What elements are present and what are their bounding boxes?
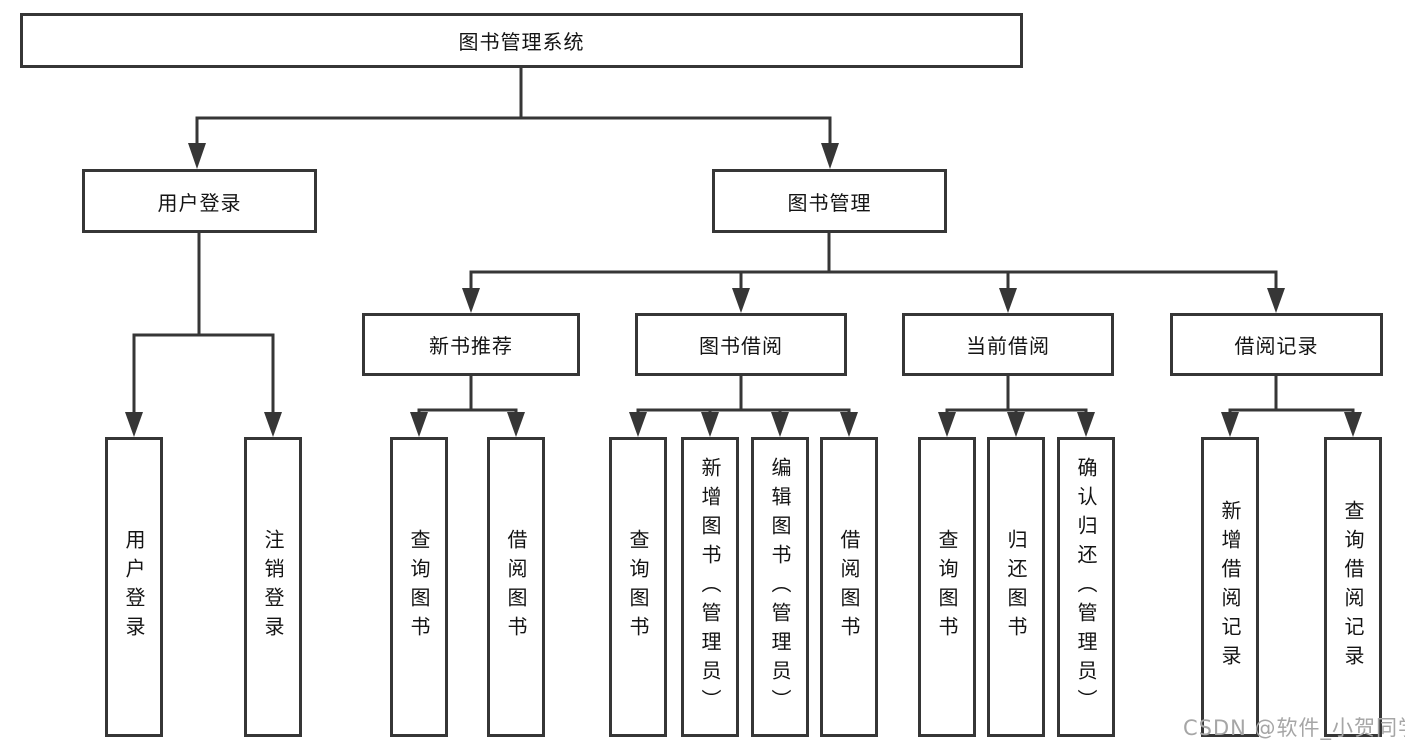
leaf-logout: 注销登录 <box>244 437 302 737</box>
watermark: CSDN @软件_小贺同学 <box>1183 716 1405 740</box>
leaf-edit-books-admin: 编辑图书（管理员） <box>751 437 809 737</box>
leaf-query-books-recommend: 查询图书 <box>390 437 448 737</box>
node-book-management: 图书管理 <box>712 169 947 233</box>
leaf-query-borrow-record: 查询借阅记录 <box>1324 437 1382 737</box>
leaf-user-login-label: 用户登录 <box>122 529 146 645</box>
node-new-book-recommend: 新书推荐 <box>362 313 580 376</box>
leaf-edit-books-admin-label: 编辑图书（管理员） <box>768 456 792 718</box>
node-book-management-label: 图书管理 <box>787 190 872 215</box>
node-user-login: 用户登录 <box>82 169 317 233</box>
leaf-confirm-return-admin: 确认归还（管理员） <box>1057 437 1115 737</box>
node-borrowing-records-label: 借阅记录 <box>1234 334 1319 358</box>
leaf-add-books-admin: 新增图书（管理员） <box>681 437 739 737</box>
node-current-borrowing: 当前借阅 <box>902 313 1114 376</box>
node-new-book-recommend-label: 新书推荐 <box>429 334 513 358</box>
leaf-query-books-recommend-label: 查询图书 <box>407 529 431 645</box>
leaf-return-books-label: 归还图书 <box>1004 529 1028 645</box>
leaf-query-books-current: 查询图书 <box>918 437 976 737</box>
leaf-borrow-books: 借阅图书 <box>820 437 878 737</box>
node-borrowing-records: 借阅记录 <box>1170 313 1383 376</box>
leaf-query-books-current-label: 查询图书 <box>935 529 959 645</box>
leaf-user-login: 用户登录 <box>105 437 163 737</box>
leaf-query-books-borrowing-label: 查询图书 <box>626 529 650 645</box>
leaf-borrow-books-recommend-label: 借阅图书 <box>504 529 528 645</box>
leaf-borrow-books-recommend: 借阅图书 <box>487 437 545 737</box>
node-book-borrowing: 图书借阅 <box>635 313 847 376</box>
node-user-login-label: 用户登录 <box>157 190 242 215</box>
node-root: 图书管理系统 <box>20 13 1023 68</box>
leaf-query-books-borrowing: 查询图书 <box>609 437 667 737</box>
leaf-add-books-admin-label: 新增图书（管理员） <box>698 456 722 718</box>
leaf-confirm-return-admin-label: 确认归还（管理员） <box>1074 456 1098 718</box>
node-book-borrowing-label: 图书借阅 <box>699 334 783 358</box>
leaf-return-books: 归还图书 <box>987 437 1045 737</box>
leaf-add-borrow-record-label: 新增借阅记录 <box>1218 500 1242 674</box>
leaf-query-borrow-record-label: 查询借阅记录 <box>1341 500 1365 674</box>
leaf-borrow-books-label: 借阅图书 <box>837 529 861 645</box>
leaf-add-borrow-record: 新增借阅记录 <box>1201 437 1259 737</box>
node-root-label: 图书管理系统 <box>458 30 585 54</box>
leaf-logout-label: 注销登录 <box>261 529 285 645</box>
node-current-borrowing-label: 当前借阅 <box>966 334 1050 358</box>
